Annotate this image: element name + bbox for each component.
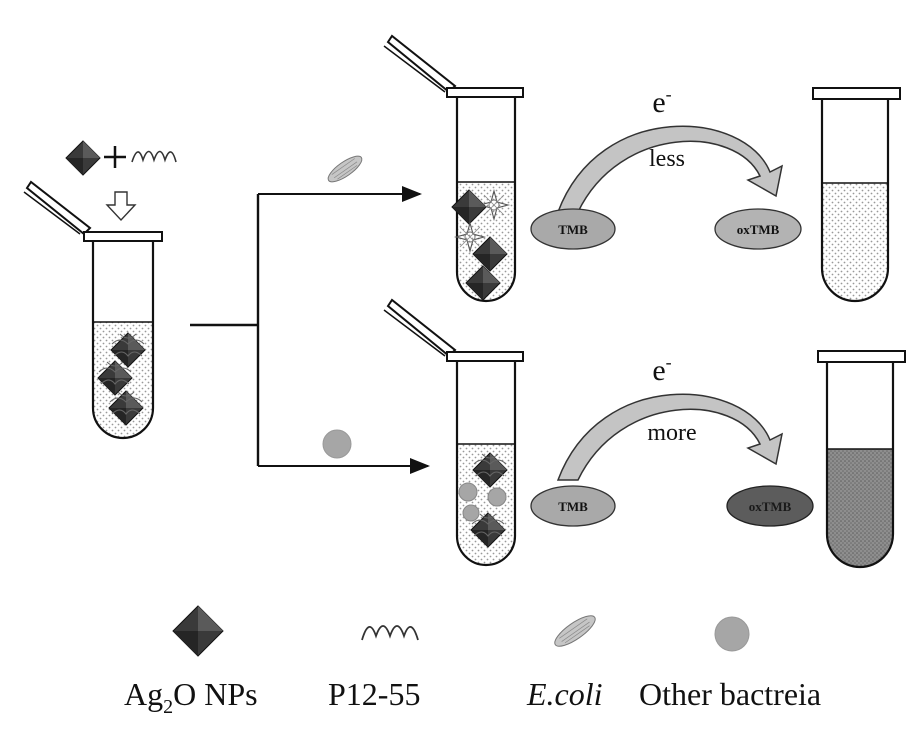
plus-sign: [104, 146, 126, 168]
result-tube-dark: [818, 351, 905, 567]
legend: Ag2O NPs P12-55 E.coli Other bactreia: [124, 606, 821, 718]
bottom-oxtmb-label: oxTMB: [749, 499, 792, 514]
down-arrow-icon: [107, 192, 135, 220]
legend-ecoli-label: E.coli: [526, 676, 603, 712]
legend-ag2o-label: Ag2O NPs: [124, 676, 258, 718]
initial-tube-lid: [27, 182, 90, 234]
other-bacteria-tube: [384, 300, 523, 565]
peptide-icon: [132, 152, 176, 163]
other-bacteria: [488, 488, 506, 506]
initial-tube: [24, 182, 162, 438]
legend-other-bacteria-icon: [715, 617, 749, 651]
legend-peptide-label: P12-55: [328, 676, 420, 712]
reagent-mix: [66, 141, 176, 220]
top-amount-label: less: [649, 146, 685, 172]
top-oxtmb-label: oxTMB: [737, 222, 780, 237]
ag2o-nanoparticle-icon: [66, 141, 100, 175]
legend-peptide-icon: [362, 626, 418, 640]
ecoli-icon: [325, 152, 366, 186]
result-tube-light: [813, 88, 900, 301]
bottom-electron-label: e-: [652, 352, 671, 387]
other-bacteria: [463, 505, 479, 521]
bottom-amount-label: more: [647, 420, 696, 446]
legend-other-label: Other bactreia: [639, 676, 821, 712]
top-electron-label: e-: [652, 84, 671, 119]
top-reaction: e- less TMB oxTMB: [531, 84, 801, 249]
top-tmb-label: TMB: [558, 222, 588, 237]
other-bacteria-icon: [323, 430, 351, 458]
legend-ag2o-icon: [173, 606, 223, 656]
bottom-tmb-label: TMB: [558, 499, 588, 514]
ecoli-tube: [384, 36, 523, 301]
bottom-reaction: e- more TMB oxTMB: [531, 352, 813, 526]
legend-ecoli-icon: [551, 611, 599, 652]
other-bacteria: [459, 483, 477, 501]
